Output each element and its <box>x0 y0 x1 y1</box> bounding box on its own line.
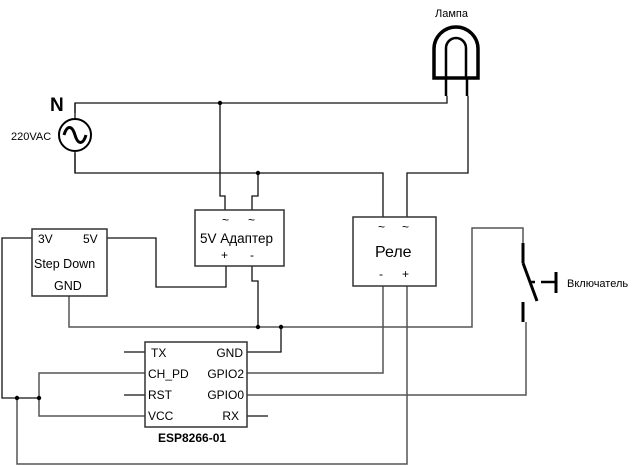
lamp-label: Лампа <box>435 8 469 20</box>
wire-adapter-ac1 <box>219 103 226 210</box>
esp8266-module[interactable]: TX CH_PD RST VCC GND GPIO2 GPIO0 RX <box>144 341 248 428</box>
stepdown-label: Step Down <box>34 257 95 271</box>
stepdown-pin-3v: 3V <box>38 232 53 246</box>
esp-pin-gnd: GND <box>216 346 243 360</box>
relay-pin-ac1: ~ <box>378 220 385 234</box>
adapter-pin-plus: + <box>221 248 228 262</box>
wire-esp-gnd <box>247 327 282 353</box>
wire-adapter-plus <box>107 237 227 288</box>
esp-pin-rx: RX <box>222 409 239 423</box>
lamp-icon <box>432 25 480 96</box>
ac-source-icon <box>58 103 92 173</box>
wire-gnd-bus <box>68 227 524 328</box>
wire-3v-rail <box>1 237 39 399</box>
wire-lamp-relay <box>406 96 469 217</box>
stepdown-pin-gnd: GND <box>54 279 82 293</box>
wire-relay-plus <box>16 286 408 465</box>
adapter-pin-ac1: ~ <box>222 213 229 227</box>
relay-label: Реле <box>375 244 412 261</box>
relay-block[interactable]: ~ ~ Реле - + <box>352 216 437 287</box>
pushbutton-switch-icon[interactable] <box>521 243 558 322</box>
esp-pin-chpd: CH_PD <box>148 367 189 381</box>
esp-pin-gpio0: GPIO0 <box>207 388 244 402</box>
junction-dot <box>255 324 261 330</box>
esp-pin-gpio2: GPIO2 <box>207 367 244 381</box>
adapter-pin-ac2: ~ <box>248 213 255 227</box>
relay-pin-ac2: ~ <box>402 220 409 234</box>
junction-dot <box>278 324 284 330</box>
source-voltage-label: 220VAC <box>11 131 51 143</box>
wire-adapter-minus <box>251 266 259 327</box>
esp-pin-rst: RST <box>148 388 173 402</box>
source-n-label: N <box>50 95 64 116</box>
wire-gpio0-switch <box>247 322 527 396</box>
esp-pin-tx: TX <box>151 346 166 360</box>
esp-pin-vcc: VCC <box>148 409 174 423</box>
wire-neutral <box>74 96 448 113</box>
switch-label: Включатель <box>567 278 628 290</box>
junction-dot <box>255 170 261 176</box>
stepdown-pin-5v: 5V <box>83 232 98 246</box>
wire-adapter-ac2 <box>251 173 259 210</box>
junction-dot <box>217 100 223 106</box>
junction-dot <box>36 395 42 401</box>
wire-gpio2-relay <box>247 286 384 374</box>
esp-label: ESP8266-01 <box>158 431 226 445</box>
adapter-pin-minus: - <box>250 248 254 262</box>
adapter-block[interactable]: ~ ~ 5V Адаптер + - <box>194 209 285 267</box>
adapter-label: 5V Адаптер <box>200 231 273 246</box>
stepdown-block[interactable]: 3V 5V Step Down GND <box>31 228 108 297</box>
relay-pin-minus: - <box>379 267 383 281</box>
wire-chpd-vcc <box>38 372 145 417</box>
junction-dot <box>14 395 20 401</box>
wire-phase <box>74 153 384 217</box>
relay-pin-plus: + <box>402 267 409 281</box>
